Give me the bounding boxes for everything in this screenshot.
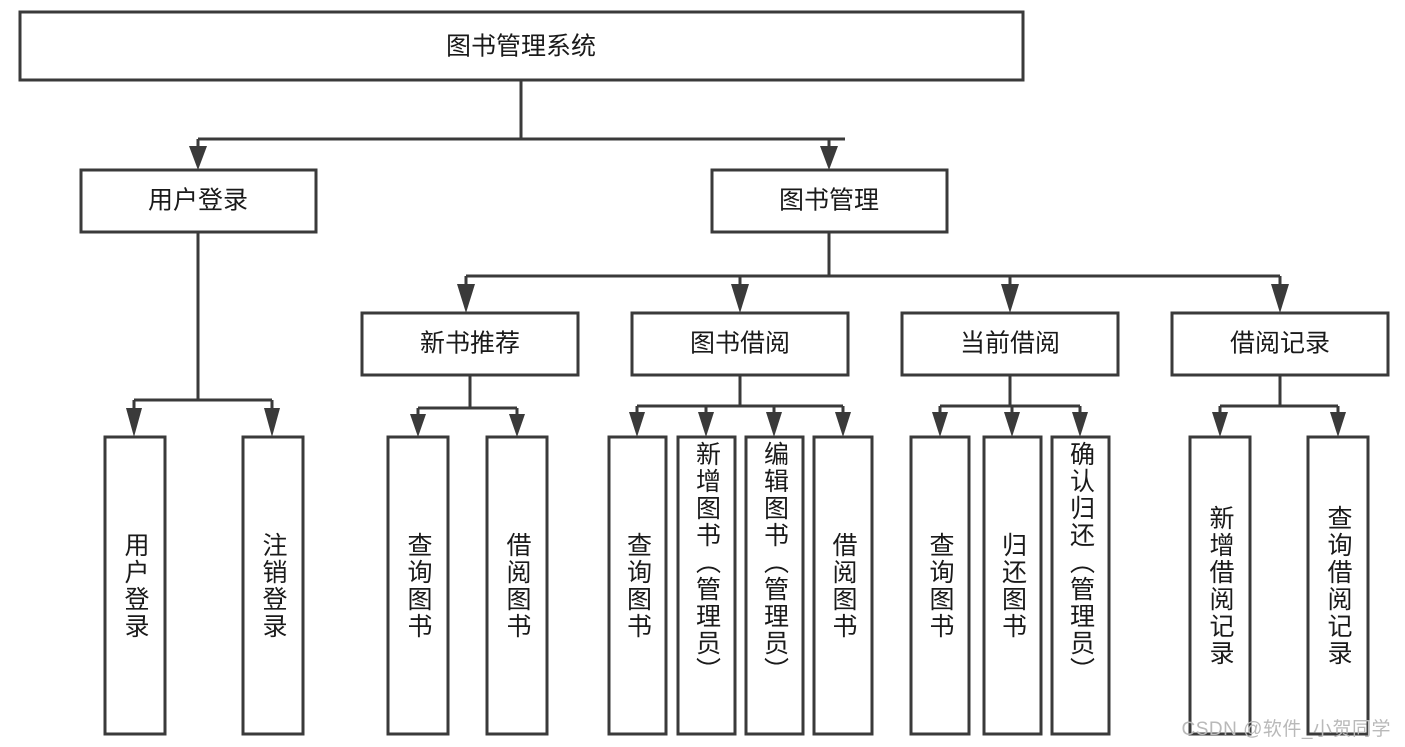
leaf-borrow-book-2[interactable] [812,435,874,736]
leaf-query-book-2[interactable] [607,435,668,736]
leaf-query-book-3[interactable] [909,435,971,736]
node-user-login[interactable]: 用户登录 [79,168,318,234]
node-root-label: 图书管理系统 [446,33,596,61]
leaf-confirm-return[interactable] [1050,435,1111,736]
node-borrow-record[interactable]: 借阅记录 [1170,311,1390,377]
node-new-book-rec[interactable]: 新书推荐 [360,311,580,377]
node-current-borrow-label: 当前借阅 [960,330,1060,358]
node-book-manage-label: 图书管理 [779,187,879,215]
edge-borrowrecord-to-leaves [1212,375,1346,437]
node-new-book-rec-label: 新书推荐 [420,330,520,358]
node-root[interactable]: 图书管理系统 [18,10,1025,82]
leaf-edit-book[interactable] [744,435,805,736]
edge-bookmanage-to-level3 [457,232,1289,313]
leaf-query-book-1[interactable] [386,435,450,736]
node-current-borrow[interactable]: 当前借阅 [900,311,1120,377]
leaf-query-record[interactable] [1306,435,1370,736]
leaf-borrow-book-1[interactable] [485,435,549,736]
csdn-watermark: CSDN @软件_小贺同学 [1181,719,1391,740]
node-book-borrow-label: 图书借阅 [690,330,790,358]
edge-newbook-to-leaves [410,375,525,437]
leaf-add-book[interactable] [676,435,737,736]
node-borrow-record-label: 借阅记录 [1230,330,1330,358]
node-book-manage[interactable]: 图书管理 [710,168,949,234]
leaf-return-book[interactable] [982,435,1043,736]
leaf-add-record[interactable] [1188,435,1252,736]
leaf-user-login[interactable] [103,435,167,736]
node-book-borrow[interactable]: 图书借阅 [630,311,850,377]
leaf-logout[interactable] [241,435,305,736]
edge-currentborrow-to-leaves [932,375,1088,437]
node-user-login-label: 用户登录 [148,187,248,215]
edge-bookborrow-to-leaves [629,375,851,437]
edge-root-to-level2 [189,80,845,170]
edge-userlogin-to-leaves [126,232,280,437]
